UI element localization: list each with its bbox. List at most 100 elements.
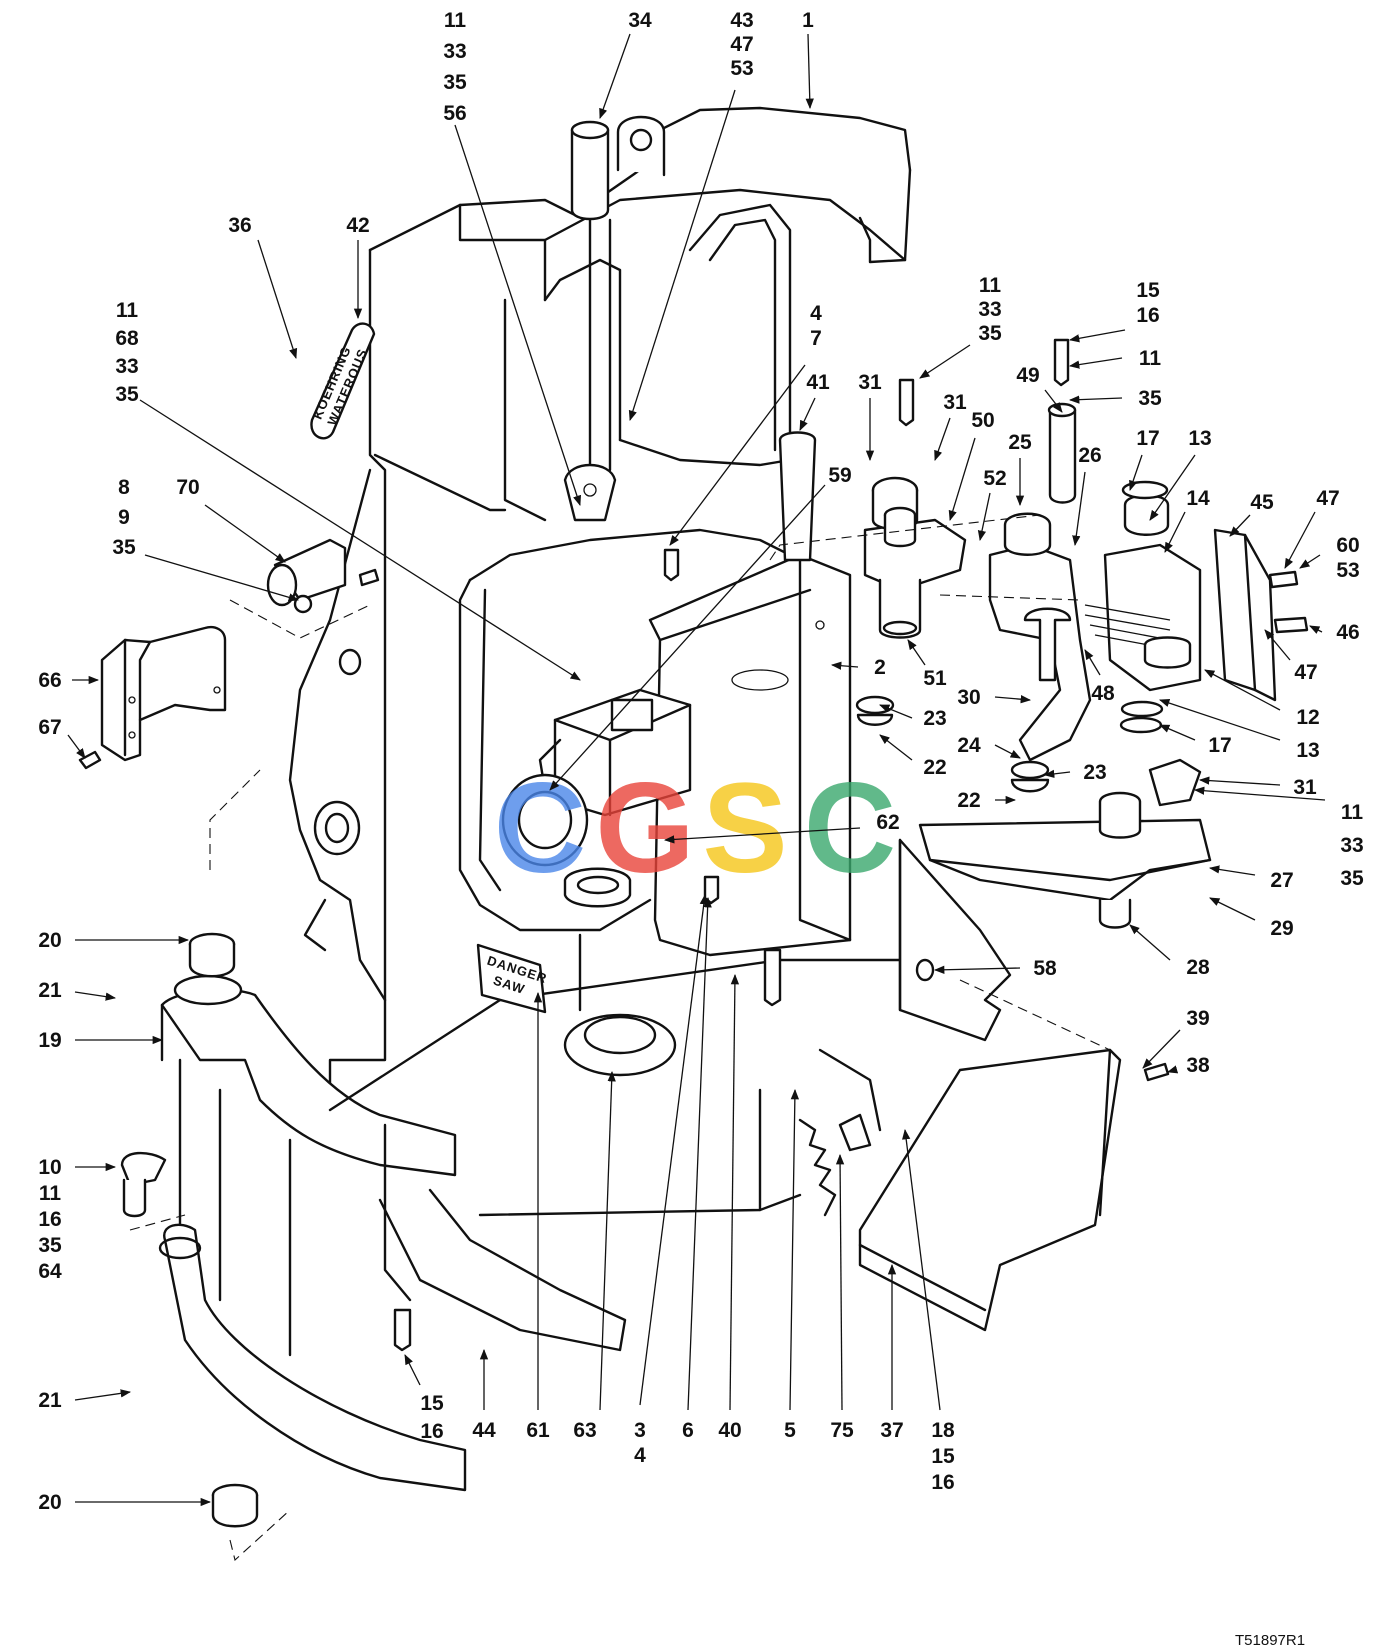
callout-c-38: 38 <box>1186 1054 1210 1077</box>
callout-c-47-b: 47 <box>1294 661 1317 684</box>
callout-c-46: 46 <box>1336 621 1359 644</box>
callout-c-17-a: 17 <box>1136 427 1159 450</box>
callout-number: 16 <box>420 1420 443 1443</box>
bar-and-teeth <box>798 1048 882 1217</box>
callout-number: 33 <box>443 40 466 63</box>
leader-line <box>1149 454 1196 521</box>
callout-number: 53 <box>730 57 753 80</box>
callout-number: 3 <box>634 1419 646 1442</box>
callout-number: 17 <box>1136 427 1159 450</box>
callout-c-31a: 31 <box>858 371 882 394</box>
callout-number: 5 <box>784 1419 796 1442</box>
callout-number: 11 <box>1341 801 1364 824</box>
leader-line <box>1284 511 1316 569</box>
callout-c-61: 61 <box>526 1419 550 1442</box>
lower-support-arm-27 <box>918 791 1212 929</box>
callout-c-12: 12 <box>1296 706 1319 729</box>
leader-line <box>830 661 859 670</box>
callout-number: 37 <box>880 1419 903 1442</box>
callout-number: 30 <box>957 686 980 709</box>
danger-decal: DANGER SAW <box>476 943 549 1014</box>
callout-c-22-a: 22 <box>923 756 946 779</box>
callout-leaders <box>67 33 1326 1507</box>
callout-c-31b: 31 <box>943 391 967 414</box>
leader-line <box>144 554 299 602</box>
callout-number: 21 <box>38 1389 62 1412</box>
callout-number: 15 <box>1136 279 1160 302</box>
callout-number: 22 <box>957 789 980 812</box>
callout-number: 9 <box>118 506 130 529</box>
callout-number: 43 <box>730 9 753 32</box>
leader-line <box>1159 699 1281 741</box>
callout-c-2: 2 <box>874 656 886 679</box>
callout-c-41: 41 <box>806 371 830 394</box>
leader-line <box>1208 865 1256 876</box>
pivot-pin-70 <box>266 538 380 614</box>
lower-base-and-arm-44 <box>328 958 912 1352</box>
callout-number: 14 <box>1186 487 1210 510</box>
callout-c-59: 59 <box>828 464 851 487</box>
callout-c-49: 49 <box>1016 364 1039 387</box>
leader-line <box>1084 649 1101 676</box>
hydraulic-motor-assembly <box>501 688 692 867</box>
callout-number: 33 <box>1340 834 1363 857</box>
callout-number: 60 <box>1336 534 1359 557</box>
leader-line <box>599 1070 616 1411</box>
callout-number: 31 <box>1293 776 1317 799</box>
callout-c-23-a: 23 <box>923 707 946 730</box>
deflector-37 <box>858 1048 1122 1332</box>
callout-number: 4 <box>634 1444 646 1467</box>
callout-c-21-a: 21 <box>38 979 62 1002</box>
callout-number: 19 <box>38 1029 61 1052</box>
callout-number: 58 <box>1033 957 1057 980</box>
callout-number: 51 <box>923 667 947 690</box>
leader-line <box>1142 1029 1181 1069</box>
leader-line <box>549 484 826 791</box>
callout-c-11-a: 11 <box>1139 347 1162 370</box>
callout-number: 24 <box>957 734 981 757</box>
callout-number: 31 <box>943 391 967 414</box>
leader-line <box>907 639 926 666</box>
callout-c-36: 36 <box>228 214 251 237</box>
callout-number: 61 <box>526 1419 550 1442</box>
callout-number: 53 <box>1336 559 1359 582</box>
leader-line <box>1309 625 1323 634</box>
callout-number: 16 <box>38 1208 61 1231</box>
leader-line <box>599 33 631 119</box>
leader-line <box>74 991 117 1001</box>
callout-number: 35 <box>38 1234 62 1257</box>
leader-line <box>1193 786 1326 801</box>
leader-line <box>879 704 913 719</box>
callout-number: 23 <box>923 707 946 730</box>
callout-c-50: 50 <box>971 409 994 432</box>
callout-number: 59 <box>828 464 851 487</box>
callout-number: 28 <box>1186 956 1210 979</box>
callout-number: 35 <box>1138 387 1162 410</box>
leader-line <box>1204 669 1281 711</box>
callout-c-29: 29 <box>1270 917 1293 940</box>
callout-number: 35 <box>443 71 467 94</box>
leader-line <box>1043 769 1071 779</box>
callout-number: 17 <box>1208 734 1231 757</box>
leader-line <box>1068 357 1123 369</box>
callout-number: 25 <box>1008 431 1032 454</box>
saw-motor-housing <box>648 553 852 957</box>
callout-number: 2 <box>874 656 886 679</box>
drawing-reference: T51897R1 <box>1235 1632 1305 1649</box>
leader-line <box>1068 395 1123 404</box>
leader-line <box>404 1354 421 1386</box>
callout-number: 38 <box>1186 1054 1210 1077</box>
callout-number: 11 <box>39 1182 62 1205</box>
callout-number: 63 <box>573 1419 596 1442</box>
leader-line <box>902 1128 941 1411</box>
leader-line <box>919 344 971 379</box>
